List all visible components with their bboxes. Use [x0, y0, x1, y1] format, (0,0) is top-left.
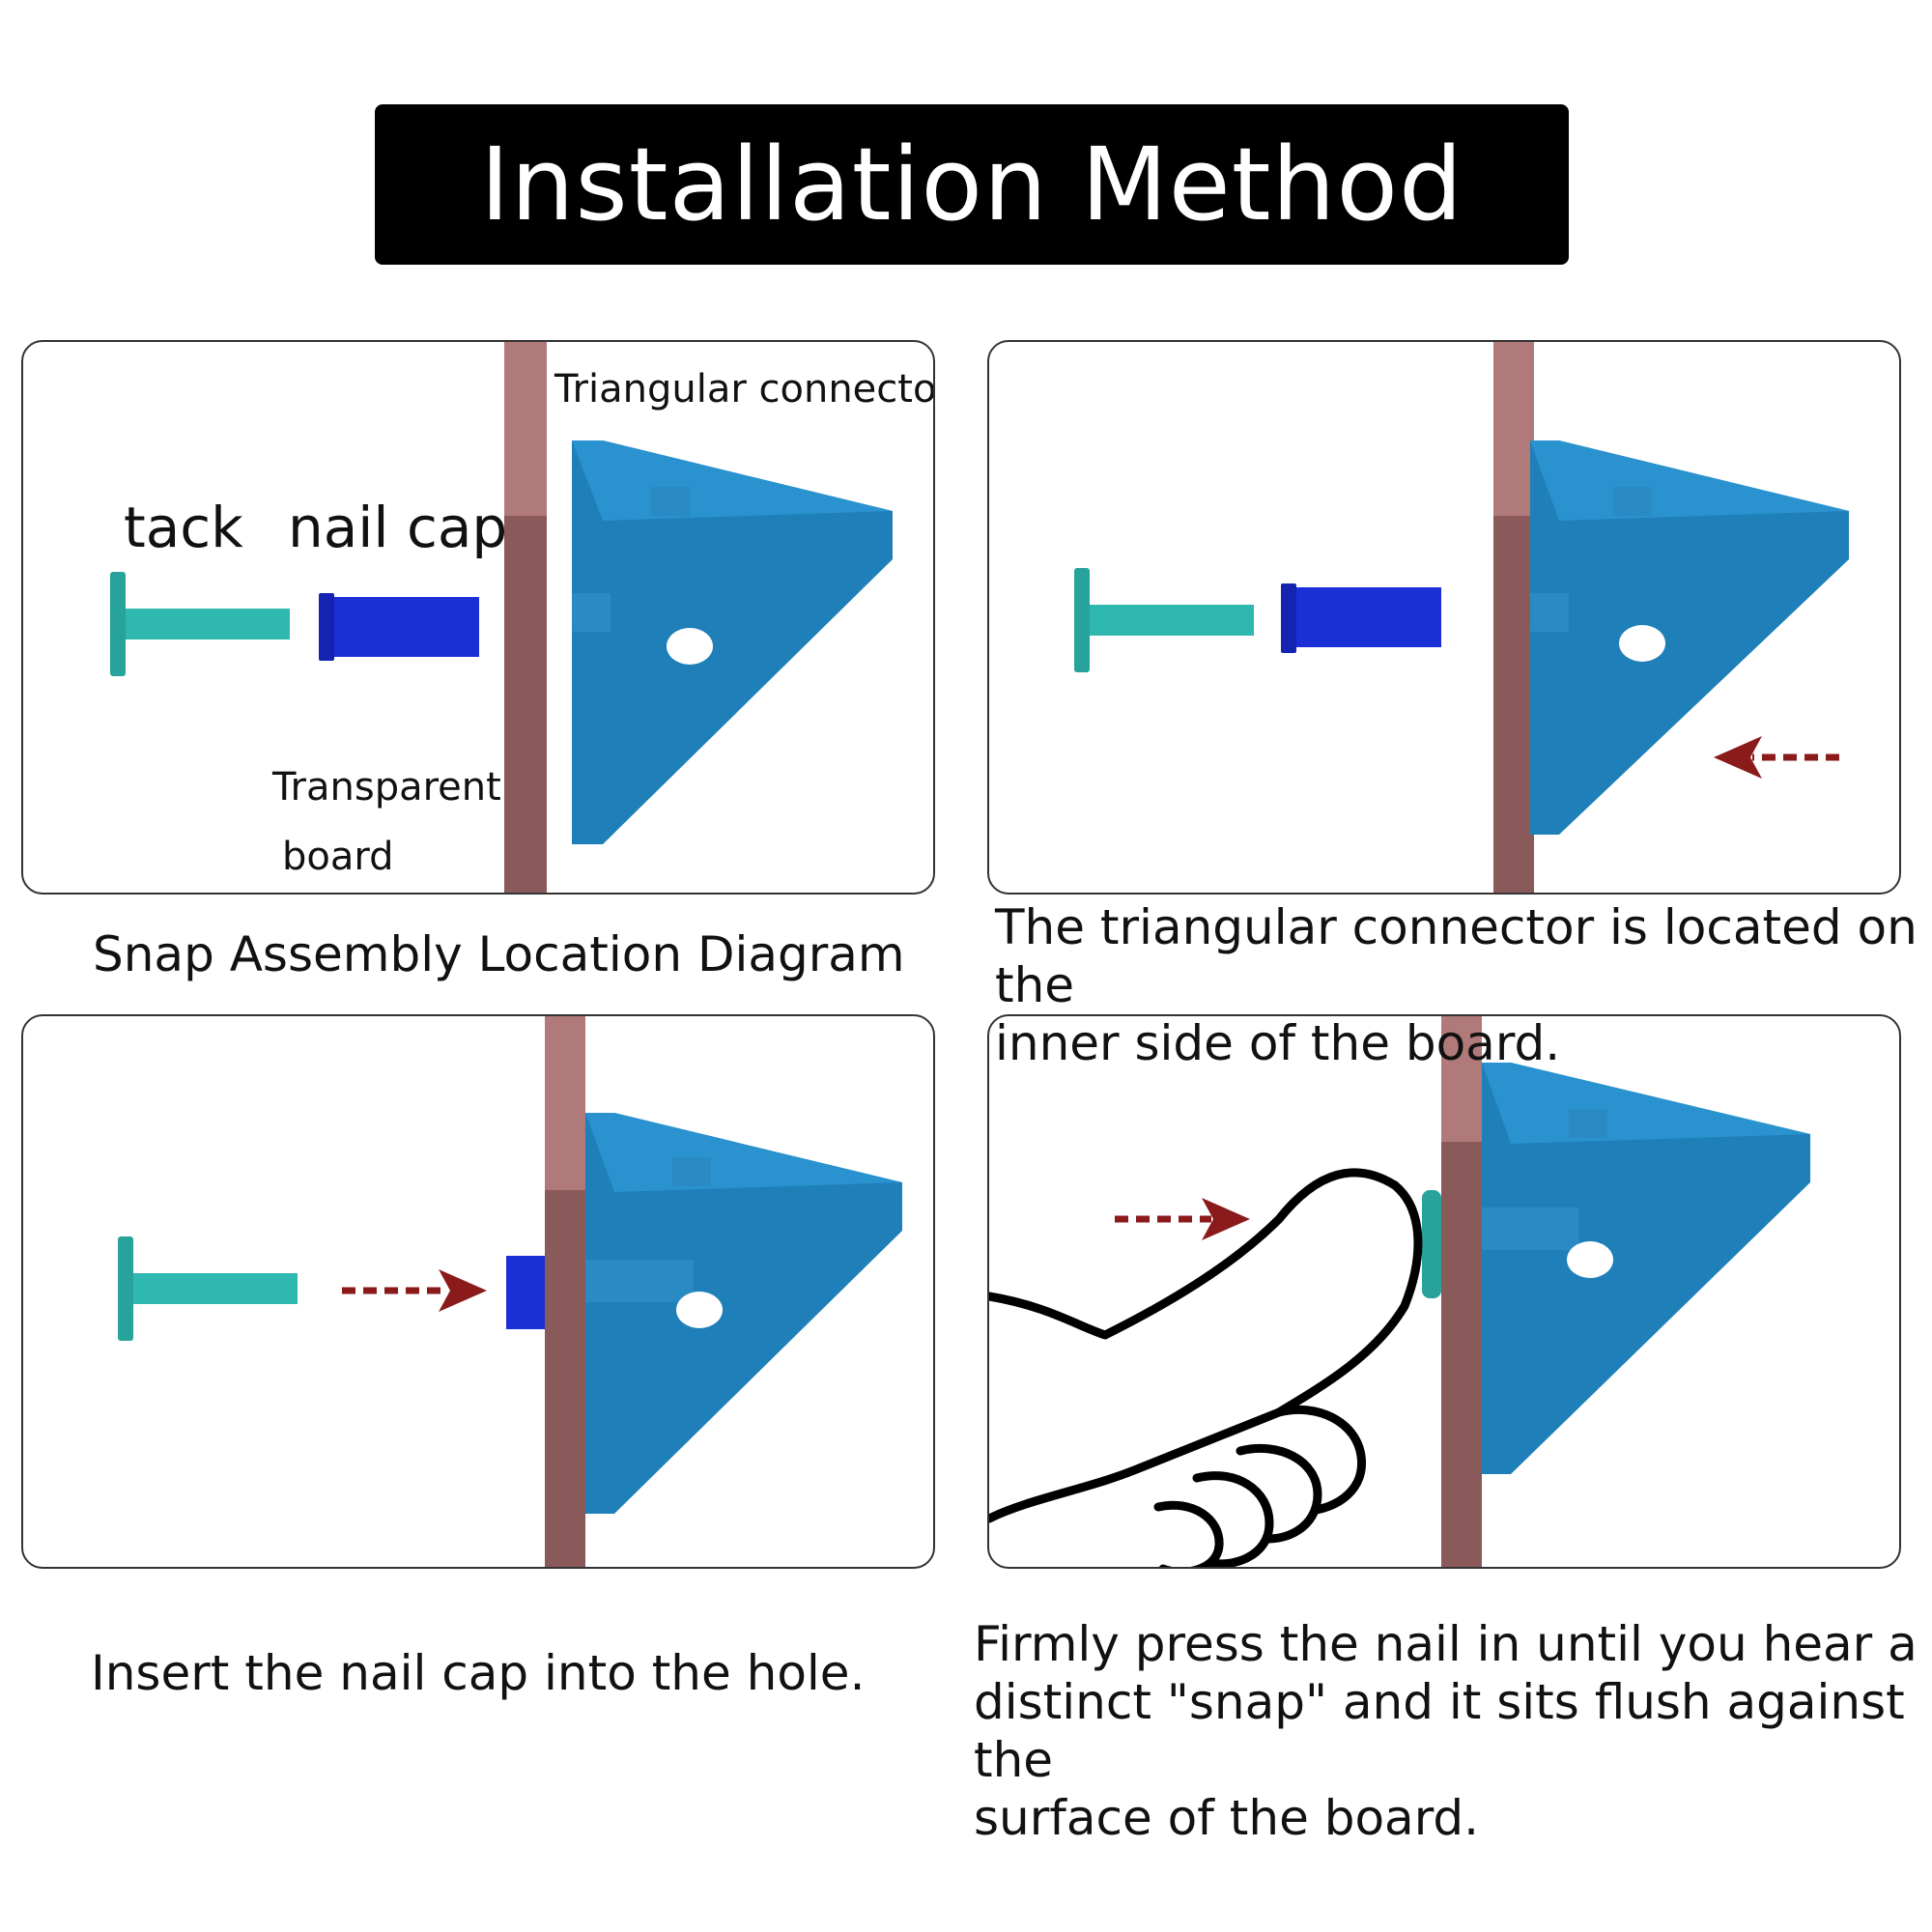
connector-hole [667, 628, 713, 665]
caption-step-1: Snap Assembly Location Diagram [93, 926, 905, 982]
connector-slot [585, 1260, 694, 1302]
nail-cap-rim [319, 593, 334, 661]
caption-step-2: The triangular connector is located on t… [995, 898, 1932, 1072]
board-highlight [504, 342, 547, 516]
board-highlight [545, 1016, 585, 1190]
connector-top-face [585, 1113, 902, 1192]
triangular-connector [572, 440, 893, 844]
panel-connector-inner-side [987, 340, 1901, 895]
arrow-left-icon [1714, 736, 1839, 779]
connector-top-face [1482, 1063, 1810, 1144]
label-transparent: Transparent [272, 765, 501, 810]
nail-cap-inserted [506, 1256, 545, 1329]
tack-head [118, 1236, 133, 1341]
board-highlight [1441, 1016, 1482, 1142]
label-tack: tack [124, 495, 243, 560]
arrow-right-icon [1115, 1198, 1250, 1240]
caption-step-2-line-2: inner side of the board. [995, 1015, 1561, 1071]
connector-slot [1482, 1208, 1578, 1250]
tack-shaft [1090, 605, 1254, 636]
caption-step-4-line-2: distinct "snap" and it sits flush agains… [974, 1674, 1905, 1788]
tack-shaft [133, 1273, 298, 1304]
nail-cap-body [334, 597, 479, 657]
thumb-press-icon [989, 1168, 1423, 1567]
caption-step-2-line-1: The triangular connector is located on t… [995, 899, 1918, 1013]
connector-tab [1613, 487, 1652, 516]
caption-step-4-line-1: Firmly press the nail in until you hear … [974, 1616, 1918, 1672]
label-triangular-connectors: Triangular connectors [554, 367, 935, 412]
connector-top-face [572, 440, 893, 521]
caption-step-4-line-3: surface of the board. [974, 1790, 1479, 1846]
nail-cap-body [1296, 587, 1441, 647]
caption-step-4: Firmly press the nail in until you hear … [974, 1615, 1932, 1847]
label-board: board [282, 835, 394, 879]
connector-slot [572, 593, 611, 632]
connector-tab [672, 1157, 711, 1186]
label-nail-cap: nail cap [288, 495, 508, 560]
triangular-connector [1482, 1063, 1810, 1474]
panel-snap-assembly-location: Triangular connectors tack nail cap Tran… [21, 340, 935, 895]
arrow-right-icon [342, 1269, 487, 1312]
connector-tab [1569, 1109, 1607, 1138]
panel-insert-nail-cap [21, 1014, 935, 1569]
tack-head-flush [1422, 1190, 1441, 1298]
tack-head [1074, 568, 1090, 672]
connector-hole [676, 1292, 723, 1328]
page-title: Installation Method [479, 126, 1464, 243]
diagram-step-1 [110, 342, 893, 893]
triangular-connector [1530, 440, 1849, 835]
connector-hole [1619, 625, 1665, 662]
connector-top-face [1530, 440, 1849, 521]
nail-cap-rim [1281, 583, 1296, 653]
caption-step-3: Insert the nail cap into the hole. [91, 1645, 866, 1701]
tack-head [110, 572, 126, 676]
triangular-connector [585, 1113, 902, 1514]
title-banner: Installation Method [375, 104, 1569, 265]
diagram-step-4 [989, 1016, 1810, 1567]
tack-shaft [126, 609, 290, 639]
connector-hole [1567, 1241, 1613, 1278]
diagram-step-2 [1074, 342, 1849, 893]
board-highlight [1493, 342, 1534, 516]
connector-slot [1530, 593, 1569, 632]
panel-press-nail [987, 1014, 1901, 1569]
diagram-step-3 [118, 1016, 902, 1567]
connector-tab [651, 487, 690, 516]
